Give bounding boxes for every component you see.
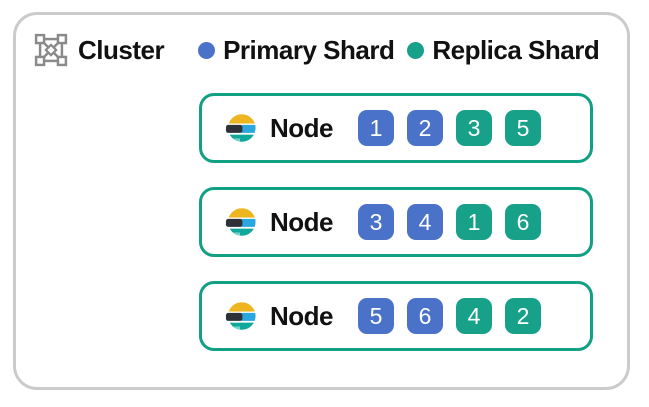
replica-shard-dot-icon [407, 41, 425, 59]
primary-shard-1: 1 [358, 110, 394, 146]
primary-shard-2: 2 [407, 110, 443, 146]
elasticsearch-logo-icon [225, 302, 256, 330]
node-label: Node [270, 206, 334, 237]
primary-shard-3: 3 [358, 204, 394, 240]
node-label: Node [270, 112, 334, 143]
primary-shard-5: 5 [358, 298, 394, 334]
cluster-network-icon [34, 33, 68, 67]
legend-item-primary: Primary Shard [198, 34, 395, 66]
primary-shard-dot-icon [198, 41, 216, 59]
legend-label-primary: Primary Shard [223, 34, 395, 65]
replica-shard-3: 3 [456, 110, 492, 146]
replica-shard-1: 1 [456, 204, 492, 240]
cluster-header: Cluster Primary Shard Replica Shard [32, 31, 600, 69]
replica-shard-5: 5 [505, 110, 541, 146]
replica-shard-6: 6 [505, 204, 541, 240]
legend-label-replica: Replica Shard [432, 34, 600, 65]
shard-legend: Primary Shard Replica Shard [198, 34, 600, 66]
replica-shard-2: 2 [505, 298, 541, 334]
cluster-frame: Cluster Primary Shard Replica Shard [13, 12, 630, 390]
primary-shard-4: 4 [407, 204, 443, 240]
legend-item-replica: Replica Shard [407, 34, 600, 66]
replica-shard-4: 4 [456, 298, 492, 334]
primary-shard-6: 6 [407, 298, 443, 334]
elasticsearch-logo-icon [225, 208, 256, 236]
cluster-label: Cluster [78, 34, 165, 65]
node-label: Node [270, 300, 334, 331]
elasticsearch-logo-icon [225, 114, 256, 142]
